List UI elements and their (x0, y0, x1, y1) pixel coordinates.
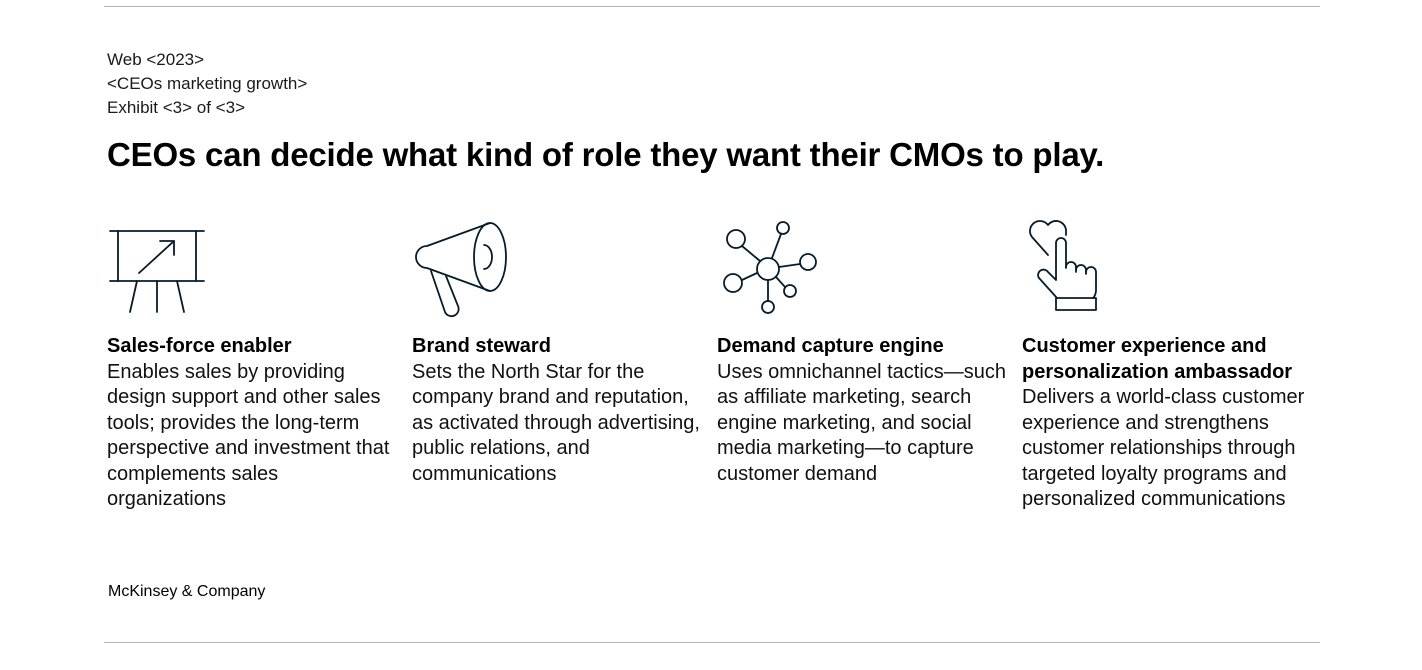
heart-pointer-hand-icon (1022, 210, 1132, 322)
mckinsey-logo: McKinsey & Company (108, 583, 266, 600)
role-card-demand-capture-engine: Demand capture engine Uses omnichannel t… (717, 210, 1007, 487)
role-heading: Brand steward (412, 335, 551, 357)
megaphone-icon (412, 210, 522, 322)
role-heading: Demand capture engine (717, 335, 944, 357)
bottom-divider (104, 642, 1320, 643)
network-hub-icon (717, 210, 827, 322)
role-heading: Customer experience and personalization … (1022, 335, 1293, 383)
role-card-customer-experience-ambassador: Customer experience and personalization … (1022, 210, 1312, 513)
role-description: Enables sales by providing design suppor… (107, 360, 390, 511)
role-heading: Sales-force enabler (107, 335, 292, 357)
exhibit-meta: Web <2023> <CEOs marketing growth> Exhib… (107, 48, 307, 120)
meta-exhibit-number: Exhibit <3> of <3> (107, 98, 245, 117)
role-card-sales-force-enabler: Sales-force enabler Enables sales by pro… (107, 210, 397, 513)
top-divider (104, 6, 1320, 7)
role-description: Delivers a world-class customer experien… (1022, 386, 1305, 510)
presentation-board-icon (107, 210, 217, 322)
exhibit-title: CEOs can decide what kind of role they w… (107, 136, 1105, 173)
meta-source: Web <2023> (107, 50, 205, 69)
role-card-brand-steward: Brand steward Sets the North Star for th… (412, 210, 702, 487)
role-description: Sets the North Star for the company bran… (412, 360, 700, 485)
meta-article: <CEOs marketing growth> (107, 74, 308, 93)
role-description: Uses omnichannel tactics—such as affilia… (717, 360, 1007, 485)
